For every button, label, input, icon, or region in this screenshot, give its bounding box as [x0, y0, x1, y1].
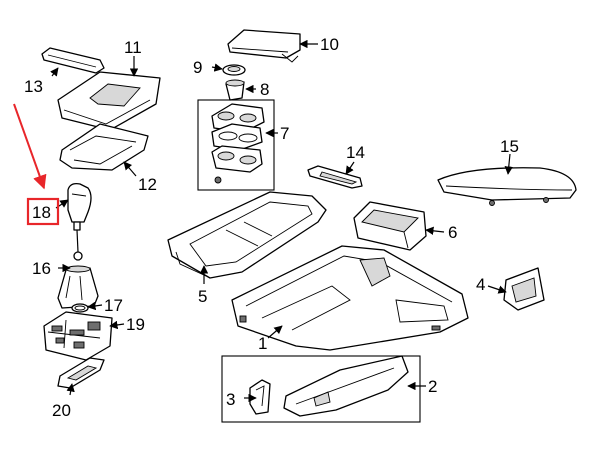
callout-5: 5	[198, 287, 207, 306]
callout-20: 20	[52, 401, 71, 420]
part-6-storage-bin	[353, 201, 427, 251]
part-11-shifter-bezel	[57, 71, 161, 131]
part-1-console-body	[231, 245, 469, 351]
part-15-armrest-lid	[437, 167, 577, 206]
part-18-shift-lever	[67, 182, 92, 261]
highlight-arrow	[13, 103, 47, 190]
part-13-trim-strip	[41, 47, 105, 74]
part-20-small-bezel	[57, 357, 105, 389]
callout-8: 8	[260, 80, 269, 99]
callout-13: 13	[24, 77, 43, 96]
callout-11: 11	[124, 38, 142, 57]
part-7-cup-holder-assy	[211, 103, 265, 184]
callout-10: 10	[320, 35, 339, 54]
callout-4: 4	[476, 275, 485, 294]
callout-17: 17	[104, 296, 123, 315]
callout-7: 7	[280, 124, 289, 143]
part-19-switch-panel	[43, 311, 113, 361]
callout-19: 19	[126, 315, 145, 334]
callout-3: 3	[226, 390, 235, 409]
part-3-end-cap	[249, 379, 271, 415]
callout-6: 6	[448, 223, 457, 242]
callout-1: 1	[258, 334, 267, 353]
part-2-group-box	[221, 355, 421, 423]
part-8-cup-insert	[225, 79, 245, 101]
part-4-bracket	[503, 267, 545, 311]
part-2-side-panel	[283, 355, 409, 417]
callout-15: 15	[500, 137, 519, 156]
callout-18: 18	[32, 203, 51, 222]
part-10-lid	[227, 29, 301, 63]
callout-14: 14	[346, 143, 365, 162]
callout-9: 9	[193, 58, 202, 77]
part-16-shift-boot	[57, 265, 99, 309]
part-14-trim-strip	[307, 165, 363, 189]
part-7-group-box	[197, 99, 275, 191]
callout-12: 12	[138, 175, 157, 194]
highlight-box	[26, 197, 60, 226]
part-17-ring	[71, 303, 89, 313]
part-12-boot-retainer	[59, 123, 149, 171]
part-9-insert	[222, 64, 246, 76]
callout-16: 16	[32, 259, 51, 278]
callout-2: 2	[428, 377, 437, 396]
